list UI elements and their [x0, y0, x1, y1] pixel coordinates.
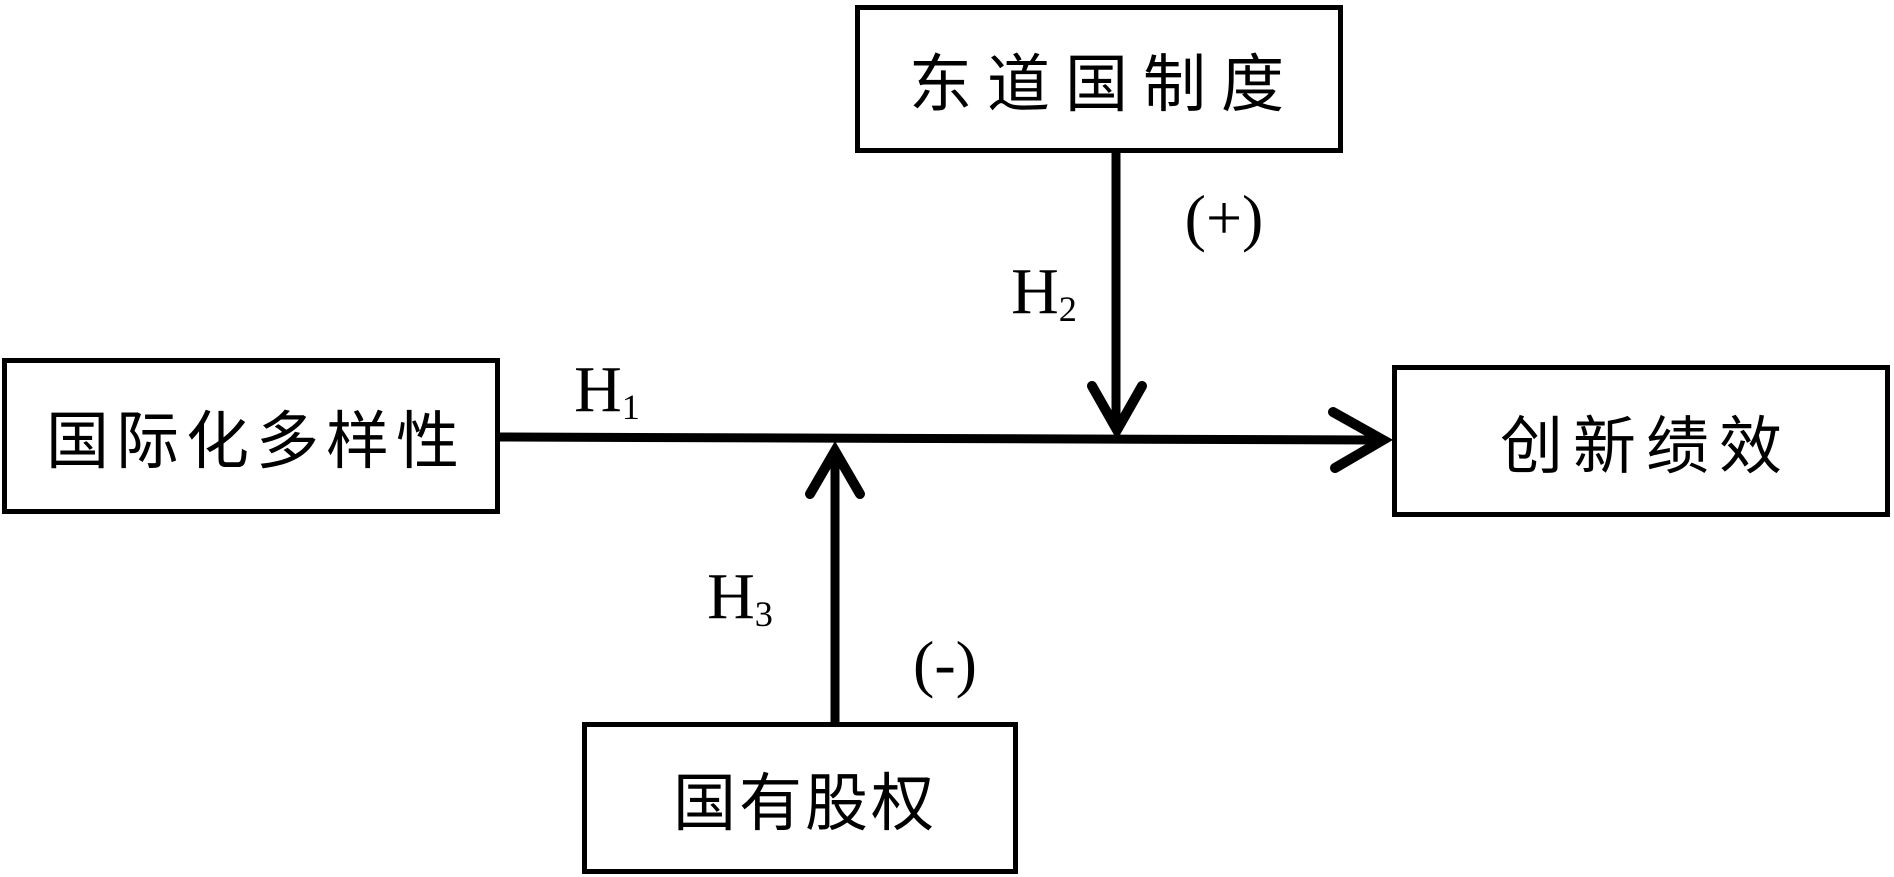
hypothesis-h2-base: H	[1011, 255, 1059, 328]
node-state-ownership: 国有股权	[582, 722, 1018, 874]
node-innovation-performance-label: 创新绩效	[1500, 411, 1792, 482]
hypothesis-h1-label: H1	[574, 357, 640, 426]
hypothesis-h1-subscript: 1	[621, 386, 640, 427]
hypothesis-h2-label: H2	[1011, 259, 1077, 328]
node-host-country-institutions: 东道国制度	[855, 5, 1343, 153]
hypothesis-h1-base: H	[574, 353, 622, 426]
hypothesis-h3-label: H3	[707, 564, 773, 633]
h1-arrow-line	[499, 432, 1378, 445]
h3-arrowhead-up-icon	[805, 441, 865, 499]
h2-arrowhead-down-icon	[1087, 381, 1147, 441]
positive-sign-label: (+)	[1184, 182, 1264, 253]
h1-arrowhead-right-icon	[1328, 407, 1394, 473]
node-host-country-institutions-label: 东道国制度	[909, 49, 1299, 120]
hypothesis-h2-subscript: 2	[1058, 288, 1077, 329]
node-state-ownership-label: 国有股权	[673, 768, 937, 839]
node-internationalization-diversity-label: 国际化多样性	[46, 406, 466, 477]
hypothesis-h3-base: H	[707, 560, 755, 633]
node-innovation-performance: 创新绩效	[1392, 365, 1890, 517]
node-internationalization-diversity: 国际化多样性	[2, 358, 500, 514]
negative-sign-label: (-)	[913, 628, 977, 699]
hypothesis-h3-subscript: 3	[754, 593, 773, 634]
